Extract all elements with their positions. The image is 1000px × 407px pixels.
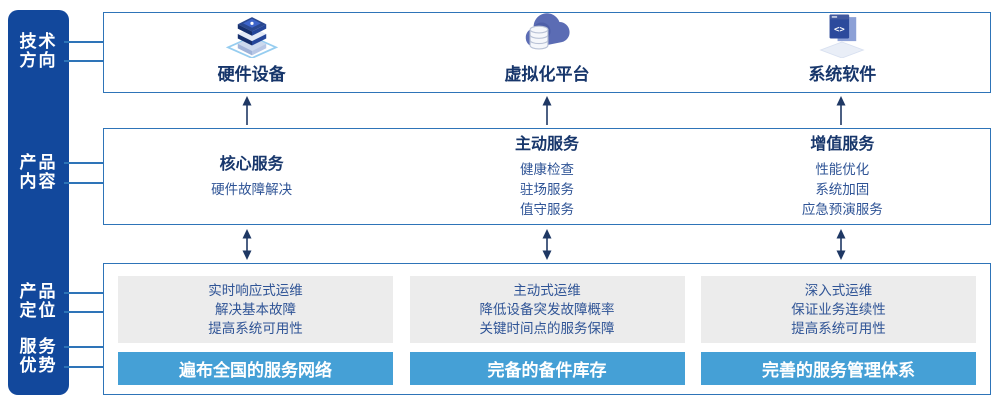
sidebar-label-product-positioning: 产品 定位: [8, 282, 69, 320]
positioning-line: 提高系统可用性: [791, 320, 886, 336]
product-positioning-box: 实时响应式运维 解决基本故障 提高系统可用性 遍布全国的服务网络 主动式运维 降…: [103, 263, 991, 395]
positioning-line: 解决基本故障: [215, 301, 296, 317]
connector-line: [64, 366, 105, 368]
positioning-line: 降低设备突发故障概率: [479, 301, 615, 317]
sidebar-label-line: 产品: [19, 282, 58, 301]
up-arrow: [834, 96, 848, 125]
cloud-database-icon: [520, 10, 574, 58]
connector-line: [64, 162, 105, 164]
sidebar-label-line: 优势: [19, 356, 58, 375]
tech-item-software: <> 系统软件: [695, 13, 990, 92]
tech-item-hardware: 硬件设备: [104, 13, 399, 92]
positioning-line: 主动式运维: [513, 282, 581, 298]
positioning-column-1: 实时响应式运维 解决基本故障 提高系统可用性 遍布全国的服务网络: [118, 276, 393, 385]
double-arrow: [834, 229, 848, 260]
service-item: 系统加固: [815, 181, 870, 197]
connector-line: [64, 346, 105, 348]
svg-text:<>: <>: [834, 25, 845, 35]
sidebar-label-tech-direction: 技术 方向: [8, 32, 69, 70]
positioning-card: 深入式运维 保证业务连续性 提高系统可用性: [701, 276, 976, 343]
service-item: 应急预演服务: [801, 201, 883, 217]
service-item: 性能优化: [815, 161, 870, 177]
advantage-bar: 完善的服务管理体系: [701, 351, 976, 385]
connector-line: [64, 182, 105, 184]
double-arrow: [540, 229, 554, 260]
service-column-core: 核心服务 硬件故障解决: [104, 129, 399, 224]
tech-item-label: 硬件设备: [217, 65, 286, 84]
tech-item-virtualization: 虚拟化平台: [399, 13, 694, 92]
service-item: 值守服务: [519, 201, 574, 217]
connector-line: [64, 292, 105, 294]
positioning-line: 提高系统可用性: [208, 320, 303, 336]
positioning-card: 实时响应式运维 解决基本故障 提高系统可用性: [118, 276, 393, 343]
positioning-line: 深入式运维: [804, 282, 873, 298]
service-item: 驻场服务: [519, 181, 574, 197]
up-arrow: [540, 96, 554, 125]
sidebar: 技术 方向 产品 内容 产品 定位 服务 优势: [8, 10, 69, 395]
sidebar-label-product-content: 产品 内容: [8, 153, 69, 191]
sidebar-label-line: 服务: [19, 337, 58, 356]
positioning-column-3: 深入式运维 保证业务连续性 提高系统可用性 完善的服务管理体系: [701, 276, 976, 385]
tech-item-label: 虚拟化平台: [504, 65, 590, 84]
service-item: 健康检查: [519, 161, 574, 177]
tech-direction-box: 硬件设备 虚拟化平台: [103, 12, 991, 93]
positioning-card: 主动式运维 降低设备突发故障概率 关键时间点的服务保障: [409, 276, 685, 343]
sidebar-label-service-advantage: 服务 优势: [8, 337, 69, 375]
service-title: 增值服务: [810, 135, 875, 153]
sidebar-label-line: 定位: [19, 301, 58, 320]
up-arrow: [240, 96, 254, 125]
positioning-column-2: 主动式运维 降低设备突发故障概率 关键时间点的服务保障 完备的备件库存: [409, 276, 685, 385]
sidebar-label-line: 产品: [19, 153, 58, 172]
positioning-line: 关键时间点的服务保障: [479, 320, 615, 336]
sidebar-label-line: 技术: [19, 32, 58, 51]
double-arrow: [240, 229, 254, 260]
server-stack-icon: [225, 10, 279, 58]
advantage-bar: 完备的备件库存: [409, 351, 685, 385]
service-title: 主动服务: [514, 135, 579, 153]
sidebar-label-line: 内容: [19, 172, 58, 191]
advantage-bar: 遍布全国的服务网络: [118, 351, 393, 385]
positioning-line: 保证业务连续性: [791, 301, 886, 317]
code-window-icon: <>: [815, 10, 869, 58]
tech-item-label: 系统软件: [808, 65, 877, 84]
service-item: 硬件故障解决: [211, 181, 293, 197]
connector-line: [64, 311, 105, 313]
service-column-proactive: 主动服务 健康检查 驻场服务 值守服务: [399, 129, 694, 224]
connector-line: [64, 60, 105, 62]
connector-line: [64, 41, 105, 43]
service-column-value-added: 增值服务 性能优化 系统加固 应急预演服务: [695, 129, 990, 224]
positioning-line: 实时响应式运维: [208, 282, 303, 298]
sidebar-label-line: 方向: [19, 51, 58, 70]
product-content-box: 核心服务 硬件故障解决 主动服务 健康检查 驻场服务 值守服务 增值服务 性能优…: [103, 128, 991, 225]
service-title: 核心服务: [219, 155, 284, 173]
